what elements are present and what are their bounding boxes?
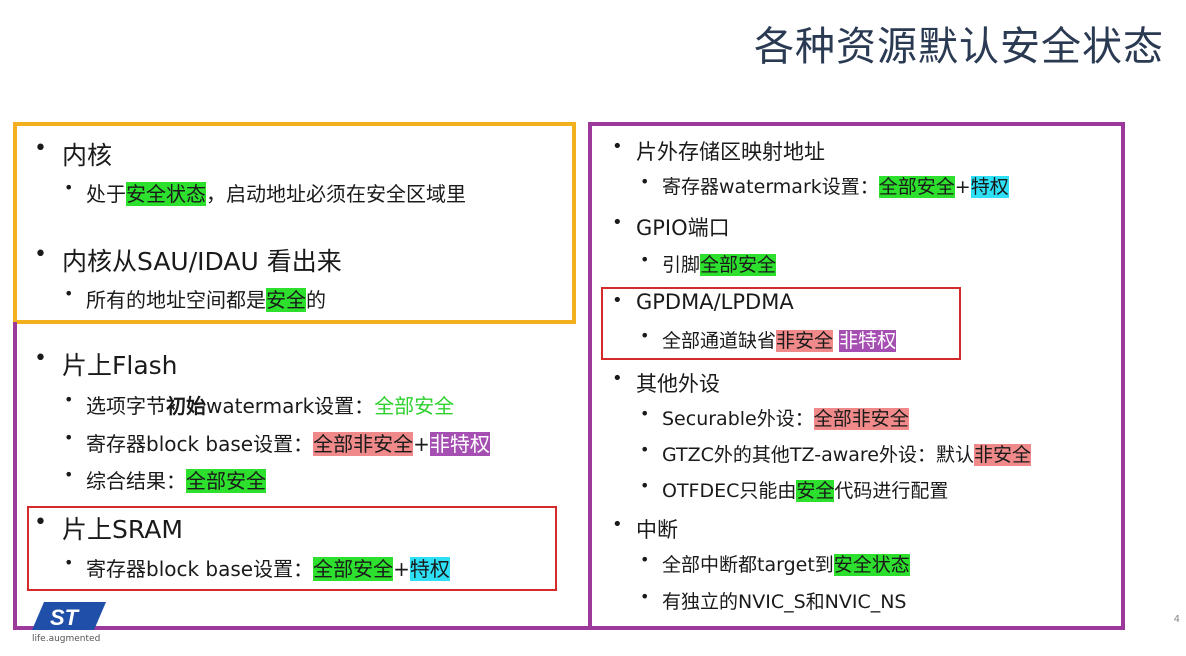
other-item-otfdec: OTFDEC只能由安全代码进行配置 <box>640 476 948 503</box>
core-sau-item: 所有的地址空间都是安全的 <box>64 284 326 313</box>
interrupt-item-nvic: 有独立的NVIC_S和NVIC_NS <box>640 587 906 614</box>
gpio-item: 引脚全部安全 <box>640 250 777 277</box>
gpdma-item: 全部通道缺省非安全 非特权 <box>640 326 897 353</box>
peripherals-frame <box>588 122 1125 630</box>
secure-highlight: 安全 <box>266 288 306 312</box>
external-memory-item: 寄存器watermark设置：全部安全+特权 <box>640 172 1009 199</box>
onchip-memory-frame <box>13 322 603 630</box>
brand-tagline: life.augmented <box>32 634 101 644</box>
page-title: 各种资源默认安全状态 <box>754 24 1164 70</box>
core-item: 处于安全状态，启动地址必须在安全区域里 <box>64 178 466 207</box>
flash-item-register: 寄存器block base设置：全部非安全+非特权 <box>64 428 490 457</box>
sram-item-register: 寄存器block base设置：全部安全+特权 <box>64 553 450 582</box>
core-frame <box>13 122 576 324</box>
interrupt-item-target: 全部中断都target到安全状态 <box>640 550 910 577</box>
svg-text:ST: ST <box>50 605 80 630</box>
secure-highlight: 安全状态 <box>126 182 206 206</box>
gpdma-heading: GPDMA/LPDMA <box>612 290 794 314</box>
gpio-heading: GPIO端口 <box>612 212 730 242</box>
interrupt-heading: 中断 <box>612 514 678 544</box>
external-memory-heading: 片外存储区映射地址 <box>612 136 825 166</box>
core-sau-heading: 内核从SAU/IDAU 看出来 <box>34 242 342 278</box>
gpdma-emphasis-frame <box>601 287 961 360</box>
sram-heading: 片上SRAM <box>34 510 183 546</box>
page-number: 4 <box>1173 614 1180 625</box>
sram-emphasis-frame <box>27 506 557 591</box>
other-item-securable: Securable外设：全部非安全 <box>640 404 909 431</box>
flash-item-option-bytes: 选项字节初始watermark设置：全部安全 <box>64 390 454 419</box>
flash-heading: 片上Flash <box>34 346 177 382</box>
st-logo-icon: ST <box>32 600 108 636</box>
other-item-tz-aware: GTZC外的其他TZ-aware外设：默认非安全 <box>640 440 1032 467</box>
flash-item-result: 综合结果：全部安全 <box>64 465 266 494</box>
other-peripherals-heading: 其他外设 <box>612 368 720 398</box>
core-heading: 内核 <box>34 136 112 172</box>
